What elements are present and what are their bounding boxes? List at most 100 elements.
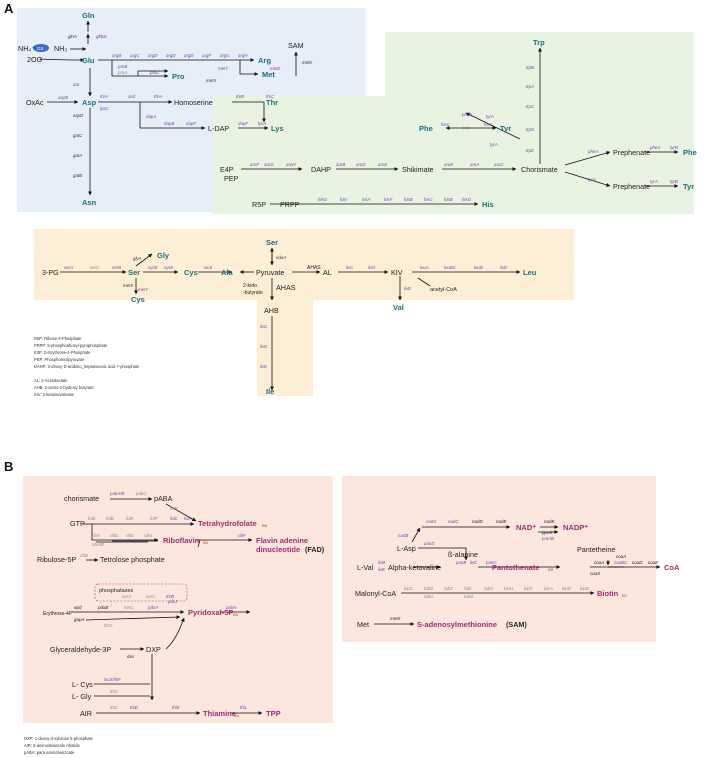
pyruvate-label: Pyruvate [256,268,284,277]
reaction-arrow [91,524,159,542]
aromatic-panel-top [385,32,694,96]
gene-label: nadC [448,519,459,524]
glu-label: Glu [82,56,95,65]
gene-label: ribE [126,533,134,538]
gene-label: coaA [594,560,604,565]
gene-label: epd [74,605,82,610]
nh3-label: NH₃ [54,44,67,53]
gene-label: coaE [648,560,659,565]
gene-label: thiD [130,705,139,710]
lval-label: L-Val [357,563,374,572]
prephenate-label-2: Prephenate [613,182,650,191]
gene-label: nadA [426,519,436,524]
gene-label: PEP: Phosphoenolpyruvate [34,357,85,362]
prephenate-label-1: Prephenate [613,148,650,157]
tpp-label: TPP [266,709,281,718]
reaction-arrow [564,171,611,187]
gene-label: ribF [238,533,246,538]
reaction-arrow [239,60,259,76]
panel-label-a: A [4,1,14,16]
gene-label: thrA [154,94,162,99]
yellow-arrows [60,247,521,391]
gene-label: ilvD [260,344,268,349]
gene-label: cysE [148,265,158,270]
gene-label: tyrA [650,179,658,184]
gene-label: leuBC [444,265,457,270]
gene-label: ilvE [260,364,267,369]
gene-label: aat [73,82,80,87]
gene-label: panC [485,560,497,565]
gene-label: folE [88,516,96,521]
reaction-arrow [411,527,421,543]
air-label: AIR [80,709,92,718]
coa-label: CoA [664,563,680,572]
gene-label: hisC [441,122,451,127]
asn-label: Asn [82,198,97,207]
g3p-label: Glyceraldehyde-3P [50,645,111,654]
gly-label: Gly [157,251,170,260]
shikimate-label: Shikimate [402,165,434,174]
gene-label: AIR: 5-aminoimidazole ribotide [24,743,80,748]
gene-label: pabC [135,491,147,496]
gene-label: lysA [258,121,266,126]
gene-label: aroG [264,162,274,167]
gene-label: hisB [444,197,453,202]
ahb-label: AHB [264,306,279,315]
gene-label: pheA [649,145,660,150]
gene-label: argD [166,53,176,58]
met-vit-label: Met [357,620,369,629]
thiamine-label: Thiamine [203,709,236,718]
gene-label: trpC [526,104,535,109]
gene-label: tyrB [670,145,678,150]
vitamin-right-arrows [374,525,661,626]
gene-label: folC [170,516,179,521]
gene-label: dapF [238,121,248,126]
gene-label: thrC [266,94,275,99]
blue-arrows [39,20,298,196]
vitamin-left-arrows [72,497,263,715]
dahp-label: DAHP [311,165,331,174]
kiv-label: KIV [391,268,403,277]
gene-label: dapB [164,121,174,126]
gln-label: Gln [82,11,95,20]
gene-label: hisI [340,197,348,202]
gene-label: coaBC [614,560,628,565]
gene-label: argD [184,53,194,58]
reaction-arrow [39,57,85,62]
gene-label: aroK [444,162,454,167]
e4p-label: E4P [220,165,234,174]
gene-label: bioH [504,586,514,591]
nad-label: NAD⁺ [516,523,536,532]
gene-label: ilvD [368,265,376,270]
gene-label: lysC [100,106,109,111]
cys-label-1: Cys [184,268,198,277]
sam-label: SAM [288,41,304,50]
gene-label: trpD [526,127,535,132]
gene-label: proC [149,70,160,75]
gene-label: trpE [526,148,534,153]
acetylcoa-arrow [417,277,431,287]
gene-label: ribA [92,533,100,538]
gene-label: metE [270,66,280,71]
gene-label: trpB [526,65,534,70]
paba-label: pABA [154,494,173,503]
reaction-arrow [137,69,169,76]
chorismate-vit-label: chorismate [64,494,99,503]
riboflavin-sub: B2 [203,540,209,545]
gene-label: pdxB [97,605,108,610]
ser-label-2: Ser [266,238,278,247]
gene-label: bioF [524,586,533,591]
pantothenate-sub: B5 [548,567,554,572]
vitamin-right-gene-labels: nadB nadA nadC nadD nadE nadK ppnK pntAB… [378,519,659,621]
gene-label: iscS/thiF [104,677,121,682]
gene-label: DXP: 1-deoxy-d-xylulose 5-phosphate [24,736,94,741]
ser-label-1: Ser [128,268,140,277]
reaction-arrow [135,253,153,267]
gene-label: metK [302,60,313,65]
gene-label: pheA [461,112,472,117]
butyrate-label: -butyrate [243,290,263,296]
gene-label: panB [455,560,466,565]
gene-label: E4P: D-Erythrose-4-Phosphate [34,350,91,355]
prpp-label: PRPP [280,200,300,209]
